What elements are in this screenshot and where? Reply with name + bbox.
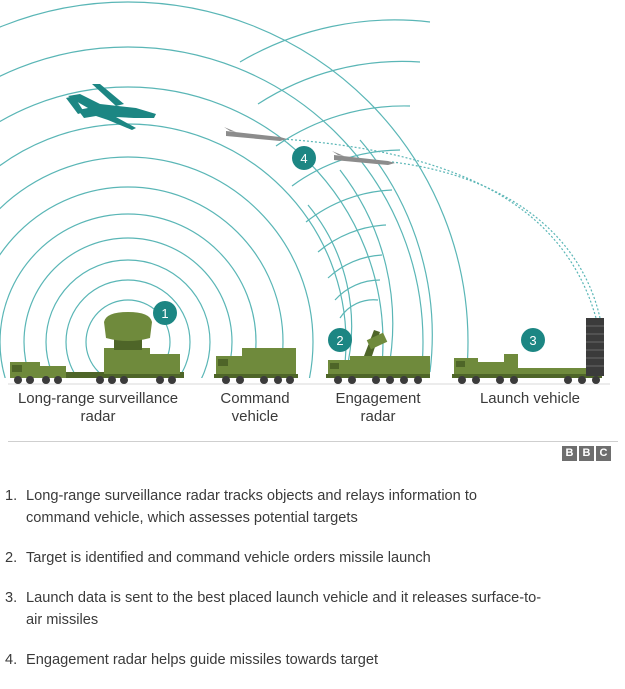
step-number: 2. xyxy=(5,550,18,566)
target-plane-icon xyxy=(66,84,156,130)
svg-text:3: 3 xyxy=(529,333,536,348)
svg-text:4: 4 xyxy=(300,151,307,166)
step-item: 1. Long-range surveillance radar tracks … xyxy=(0,485,600,529)
step-text-line2: command vehicle, which assesses potentia… xyxy=(26,510,358,526)
step-item: 2. Target is identified and command vehi… xyxy=(0,547,600,569)
svg-text:2: 2 xyxy=(336,333,343,348)
launch-vehicle xyxy=(452,318,604,384)
step-text-line2: air missiles xyxy=(26,612,99,628)
label-launch-vehicle-line1: Launch vehicle xyxy=(479,390,581,407)
bbc-logo-letter: B xyxy=(562,446,577,461)
marker-3: 3 xyxy=(521,328,545,352)
step-text-line1: Engagement radar helps guide missiles to… xyxy=(26,652,379,668)
label-engagement-radar: Engagement radar xyxy=(328,390,428,426)
step-number: 3. xyxy=(5,590,18,606)
bbc-logo-letter: B xyxy=(579,446,594,461)
separator-rule xyxy=(8,441,618,442)
svg-text:1: 1 xyxy=(161,306,168,321)
missile-upper xyxy=(224,127,287,141)
steps-list: 1. Long-range surveillance radar tracks … xyxy=(0,485,600,689)
step-text-line1: Long-range surveillance radar tracks obj… xyxy=(26,488,478,504)
surveillance-radar-vehicle xyxy=(10,312,184,384)
engagement-radar-waves xyxy=(239,19,433,373)
label-surveillance-radar-line2: radar xyxy=(80,408,116,425)
label-surveillance-radar: Long-range surveillance radar xyxy=(10,390,186,426)
step-text-line1: Launch data is sent to the best placed l… xyxy=(26,590,542,606)
label-surveillance-radar-line1: Long-range surveillance xyxy=(17,390,179,407)
step-text-line1: Target is identified and command vehicle… xyxy=(26,550,431,566)
engagement-radar-vehicle xyxy=(326,330,430,384)
bbc-logo-letter: C xyxy=(596,446,611,461)
step-number: 4. xyxy=(5,652,18,668)
step-item: 3. Launch data is sent to the best place… xyxy=(0,587,600,631)
bbc-logo: B B C xyxy=(562,446,611,461)
marker-1: 1 xyxy=(153,301,177,325)
marker-2: 2 xyxy=(328,328,352,352)
missile-lower xyxy=(332,151,395,165)
command-vehicle xyxy=(214,348,298,384)
marker-4: 4 xyxy=(292,146,316,170)
label-command-vehicle-line2: vehicle xyxy=(231,408,279,425)
label-engagement-radar-line1: Engagement xyxy=(335,390,421,407)
air-defence-diagram: 1 2 3 4 xyxy=(0,1,610,385)
label-command-vehicle-line1: Command xyxy=(220,390,290,407)
label-engagement-radar-line2: radar xyxy=(360,408,396,425)
label-command-vehicle: Command vehicle xyxy=(210,390,300,426)
missile-trajectories xyxy=(282,138,601,319)
step-number: 1. xyxy=(5,488,18,504)
step-item: 4. Engagement radar helps guide missiles… xyxy=(0,649,600,671)
label-launch-vehicle: Launch vehicle xyxy=(470,390,590,408)
